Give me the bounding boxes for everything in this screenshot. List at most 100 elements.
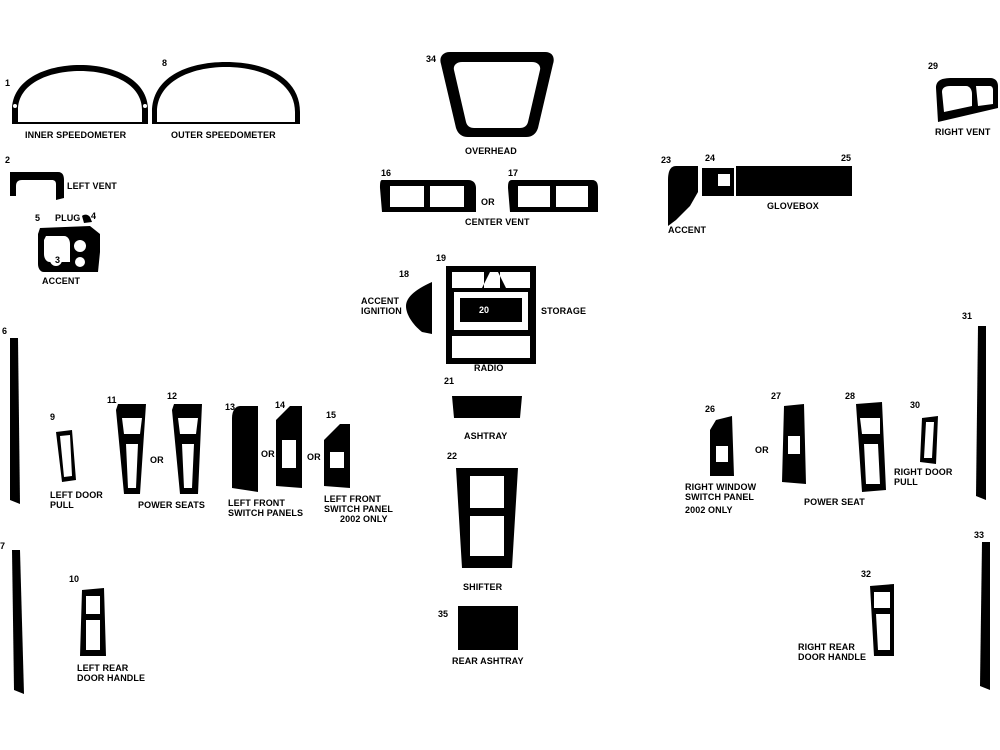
part-number-34: 34 [426, 54, 437, 64]
piece-16-center-vent [380, 180, 476, 212]
label-right-rear-door-handle-2: DOOR HANDLE [798, 652, 867, 662]
label-right-rear-door-handle-1: RIGHT REAR [798, 642, 855, 652]
label-left-rear-door-handle-2: DOOR HANDLE [77, 673, 146, 683]
label-left-front-switch-panels-2: SWITCH PANELS [228, 508, 304, 518]
piece-25-glovebox [736, 166, 852, 196]
label-left-door-pull-1: LEFT DOOR [50, 490, 103, 500]
piece-12-power-seats [172, 404, 202, 494]
label-left-front-switch-panel-1: LEFT FRONT [324, 494, 381, 504]
part-number-14: 14 [275, 400, 286, 410]
part-number-28: 28 [845, 391, 856, 401]
label-or-power-seats: OR [150, 455, 164, 465]
piece-15-left-front-switch-panel-2002 [324, 424, 350, 488]
part-number-30: 30 [910, 400, 921, 410]
part-number-5: 5 [35, 213, 41, 223]
label-accent-ignition-2: IGNITION [361, 306, 402, 316]
part-number-20: 20 [479, 305, 490, 315]
label-right-window-switch-panel-2: SWITCH PANEL [685, 492, 755, 502]
piece-10-left-rear-door-handle [80, 588, 106, 656]
label-outer-speedometer: OUTER SPEEDOMETER [171, 130, 276, 140]
label-center-vent: CENTER VENT [465, 217, 530, 227]
label-power-seats: POWER SEATS [138, 500, 205, 510]
piece-11-power-seats [116, 404, 146, 494]
piece-14-left-front-switch-panel [276, 406, 302, 488]
piece-19-radio-bezel [446, 266, 536, 364]
part-number-32: 32 [861, 569, 872, 579]
part-number-31: 31 [962, 311, 973, 321]
piece-30-right-door-pull [920, 416, 938, 464]
piece-17-center-vent [508, 180, 598, 212]
label-inner-speedometer: INNER SPEEDOMETER [25, 130, 127, 140]
label-left-front-switch-panels-1: LEFT FRONT [228, 498, 285, 508]
part-number-18: 18 [399, 269, 410, 279]
label-left-vent: LEFT VENT [67, 181, 117, 191]
piece-27-power-seat [782, 404, 806, 484]
part-number-9: 9 [50, 412, 56, 422]
label-right-door-pull-1: RIGHT DOOR [894, 467, 953, 477]
part-number-22: 22 [447, 451, 458, 461]
piece-22-shifter [456, 468, 518, 568]
part-number-11: 11 [107, 395, 117, 405]
part-number-13: 13 [225, 402, 236, 412]
label-radio: RADIO [474, 363, 504, 373]
piece-6-strip [10, 338, 20, 504]
piece-7-strip [12, 550, 24, 694]
label-or-switch-1: OR [261, 449, 275, 459]
piece-1-inner-speedometer [12, 65, 148, 124]
part-number-27: 27 [771, 391, 782, 401]
label-or-switch-2: OR [307, 452, 321, 462]
label-or-center-vent: OR [481, 197, 495, 207]
part-number-29: 29 [928, 61, 939, 71]
part-number-2: 2 [5, 155, 11, 165]
piece-24-glovebox-accent [702, 168, 734, 196]
part-number-16: 16 [381, 168, 392, 178]
label-accent-right: ACCENT [668, 225, 707, 235]
label-power-seat: POWER SEAT [804, 497, 865, 507]
label-shifter: SHIFTER [463, 582, 503, 592]
label-storage: STORAGE [541, 306, 587, 316]
label-rear-ashtray: REAR ASHTRAY [452, 656, 524, 666]
label-left-front-switch-panel-2: SWITCH PANEL [324, 504, 394, 514]
label-left-front-switch-panel-3: 2002 ONLY [340, 514, 388, 524]
part-number-33: 33 [974, 530, 985, 540]
piece-4-plug [82, 214, 92, 223]
part-number-1: 1 [5, 78, 11, 88]
piece-29-right-vent [936, 78, 998, 122]
part-number-25: 25 [841, 153, 852, 163]
piece-34-overhead [440, 52, 554, 137]
piece-21-ashtray [452, 396, 522, 418]
label-ashtray: ASHTRAY [464, 431, 508, 441]
part-number-7: 7 [0, 541, 6, 551]
label-right-vent: RIGHT VENT [935, 127, 991, 137]
label-left-door-pull-2: PULL [50, 500, 74, 510]
piece-13-left-front-switch-panel [232, 406, 258, 492]
label-accent-ignition-1: ACCENT [361, 296, 400, 306]
label-glovebox: GLOVEBOX [767, 201, 819, 211]
part-number-26: 26 [705, 404, 716, 414]
part-number-35: 35 [438, 609, 449, 619]
part-number-24: 24 [705, 153, 716, 163]
part-number-23: 23 [661, 155, 672, 165]
piece-5-accent [38, 226, 100, 272]
piece-20-storage [460, 298, 522, 322]
label-right-door-pull-2: PULL [894, 477, 918, 487]
piece-9-left-door-pull [56, 430, 76, 482]
piece-2-left-vent [10, 172, 64, 200]
piece-28-power-seat [856, 402, 886, 492]
piece-35-rear-ashtray [458, 606, 518, 650]
label-right-window-switch-panel-1: RIGHT WINDOW [685, 482, 757, 492]
part-number-21: 21 [444, 376, 455, 386]
part-number-8: 8 [162, 58, 168, 68]
piece-32-right-rear-door-handle [870, 584, 894, 656]
label-or-right-window: OR [755, 445, 769, 455]
label-overhead: OVERHEAD [465, 146, 517, 156]
label-plug: PLUG [55, 213, 81, 223]
piece-33-strip [980, 542, 990, 690]
part-number-12: 12 [167, 391, 178, 401]
part-number-3: 3 [55, 255, 61, 265]
part-number-17: 17 [508, 168, 519, 178]
piece-23-accent [668, 166, 698, 226]
piece-18-accent-ignition [406, 282, 432, 334]
label-right-window-switch-panel-3: 2002 ONLY [685, 505, 733, 515]
